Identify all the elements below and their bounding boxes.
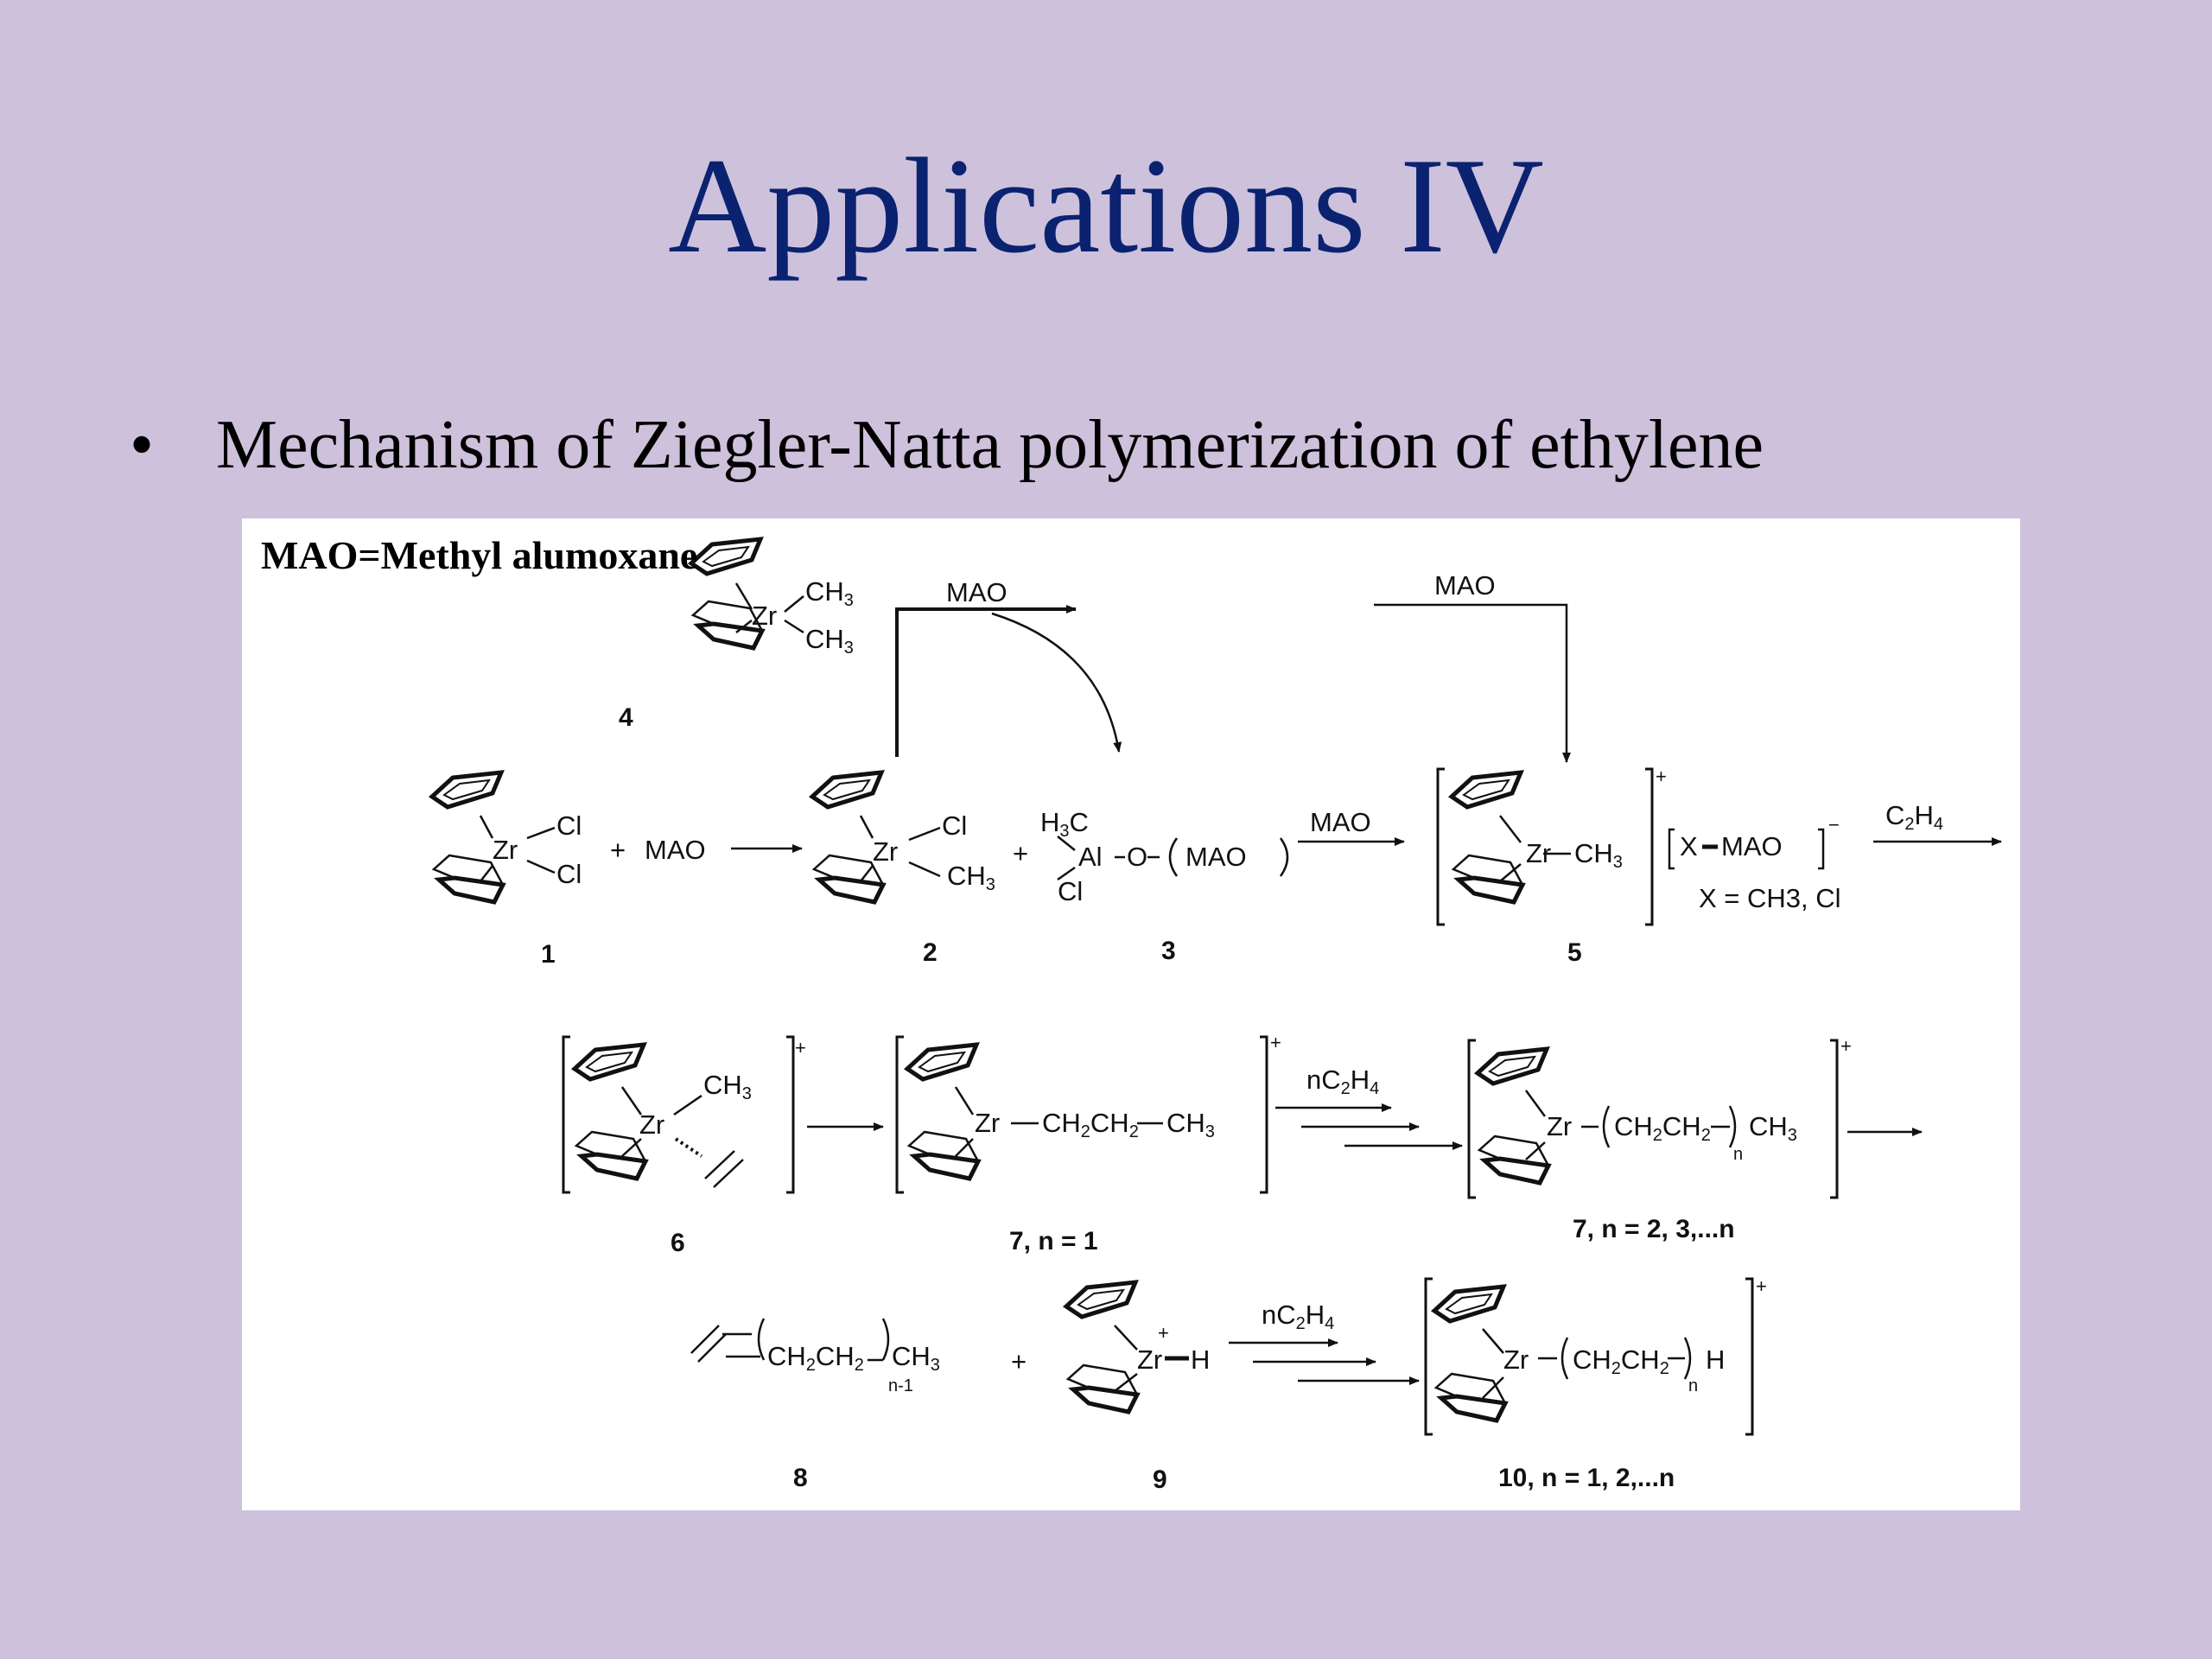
plus-3: + (1011, 1346, 1027, 1376)
plus-1: + (610, 835, 626, 865)
c4-zr: Zr (752, 601, 777, 631)
c3-o: O (1127, 842, 1147, 872)
c2-zr: Zr (873, 836, 898, 867)
c5-ch3: CH3 (1574, 838, 1623, 872)
c10-plus: + (1756, 1275, 1767, 1297)
compound-label-10: 10, n = 1, 2,...n (1498, 1464, 1675, 1492)
c5-x: X (1680, 831, 1698, 861)
c7b-ch3: CH3 (1749, 1111, 1797, 1145)
c3-al: Al (1078, 842, 1103, 872)
c10-h: H (1706, 1344, 1725, 1375)
compound-number-4: 4 (619, 703, 633, 732)
c7b-ch2ch2: CH2CH2 (1614, 1111, 1711, 1145)
bullet-marker: • (130, 407, 155, 483)
nc2h4-label-2: nC2H4 (1262, 1300, 1334, 1333)
bullet-text: Mechanism of Ziegler-Natta polymerizatio… (216, 407, 1764, 483)
compound-number-3: 3 (1161, 937, 1176, 965)
c1-mao: MAO (645, 835, 706, 865)
c6-ch3: CH3 (703, 1070, 752, 1103)
x-definition: X = CH3, Cl (1699, 883, 1841, 913)
c3-cl: Cl (1058, 876, 1083, 906)
c9-h: H (1191, 1344, 1210, 1375)
c1-cl-a: Cl (556, 810, 582, 841)
mechanism-diagram: MAO MAO Zr CH3 CH3 Zr Cl Cl + MAO Zr Cl … (242, 518, 2002, 1494)
mao-label-2: MAO (1434, 570, 1496, 601)
c10-n: n (1688, 1376, 1698, 1395)
c4-ch3-a: CH3 (805, 576, 854, 610)
compound-label-7-n: 7, n = 2, 3,...n (1573, 1215, 1735, 1243)
mao-definition: MAO=Methyl alumoxane (261, 533, 698, 577)
compound-number-1: 1 (541, 940, 556, 969)
c7b-n: n (1733, 1145, 1743, 1164)
c3-mao: MAO (1185, 842, 1247, 872)
c6-zr: Zr (639, 1109, 664, 1140)
c7a-zr: Zr (975, 1108, 1000, 1138)
c2-ch3: CH3 (947, 861, 995, 894)
c2h4-label: C2H4 (1885, 800, 1943, 834)
bullet-point: • Mechanism of Ziegler-Natta polymerizati… (130, 406, 1764, 485)
c5-zr: Zr (1526, 838, 1551, 868)
mechanism-figure: MAO MAO Zr CH3 CH3 Zr Cl Cl + MAO Zr Cl … (242, 518, 2020, 1510)
c7b-plus: + (1840, 1035, 1852, 1057)
c9-plus: + (1158, 1322, 1169, 1344)
compound-label-7-n1: 7, n = 1 (1009, 1227, 1098, 1255)
compound-number-9: 9 (1153, 1465, 1167, 1494)
plus-2: + (1013, 838, 1028, 868)
c5-minus: − (1828, 814, 1840, 836)
mao-label-3: MAO (1310, 807, 1371, 837)
c1-cl-b: Cl (556, 859, 582, 889)
c1-zr: Zr (493, 835, 518, 865)
mao-label-1: MAO (946, 577, 1007, 607)
slide-title: Applications IV (668, 130, 1544, 282)
compound-number-8: 8 (793, 1464, 808, 1492)
c8-ch2ch2: CH2CH2 (767, 1341, 864, 1375)
nc2h4-label-1: nC2H4 (1306, 1065, 1379, 1098)
c8-n-1: n-1 (888, 1376, 913, 1395)
c4-ch3-b: CH3 (805, 624, 854, 658)
c5-plus: + (1656, 766, 1667, 787)
c7a-ch3: CH3 (1166, 1108, 1215, 1141)
c10-ch2ch2: CH2CH2 (1573, 1344, 1669, 1378)
compound-number-5: 5 (1567, 938, 1582, 967)
c7b-zr: Zr (1547, 1111, 1572, 1141)
c5-mao: MAO (1721, 831, 1783, 861)
diagram-lines (432, 539, 2002, 1436)
c2-cl: Cl (942, 810, 967, 841)
c8-ch3: CH3 (892, 1341, 940, 1375)
c3-h3c: H3C (1040, 807, 1089, 841)
compound-number-2: 2 (923, 938, 938, 967)
c6-plus: + (795, 1037, 806, 1058)
c7a-ch2ch2: CH2CH2 (1042, 1108, 1139, 1141)
c9-zr: Zr (1137, 1344, 1162, 1375)
compound-number-6: 6 (671, 1229, 685, 1257)
c10-zr: Zr (1503, 1344, 1529, 1375)
c7a-plus: + (1270, 1032, 1281, 1053)
